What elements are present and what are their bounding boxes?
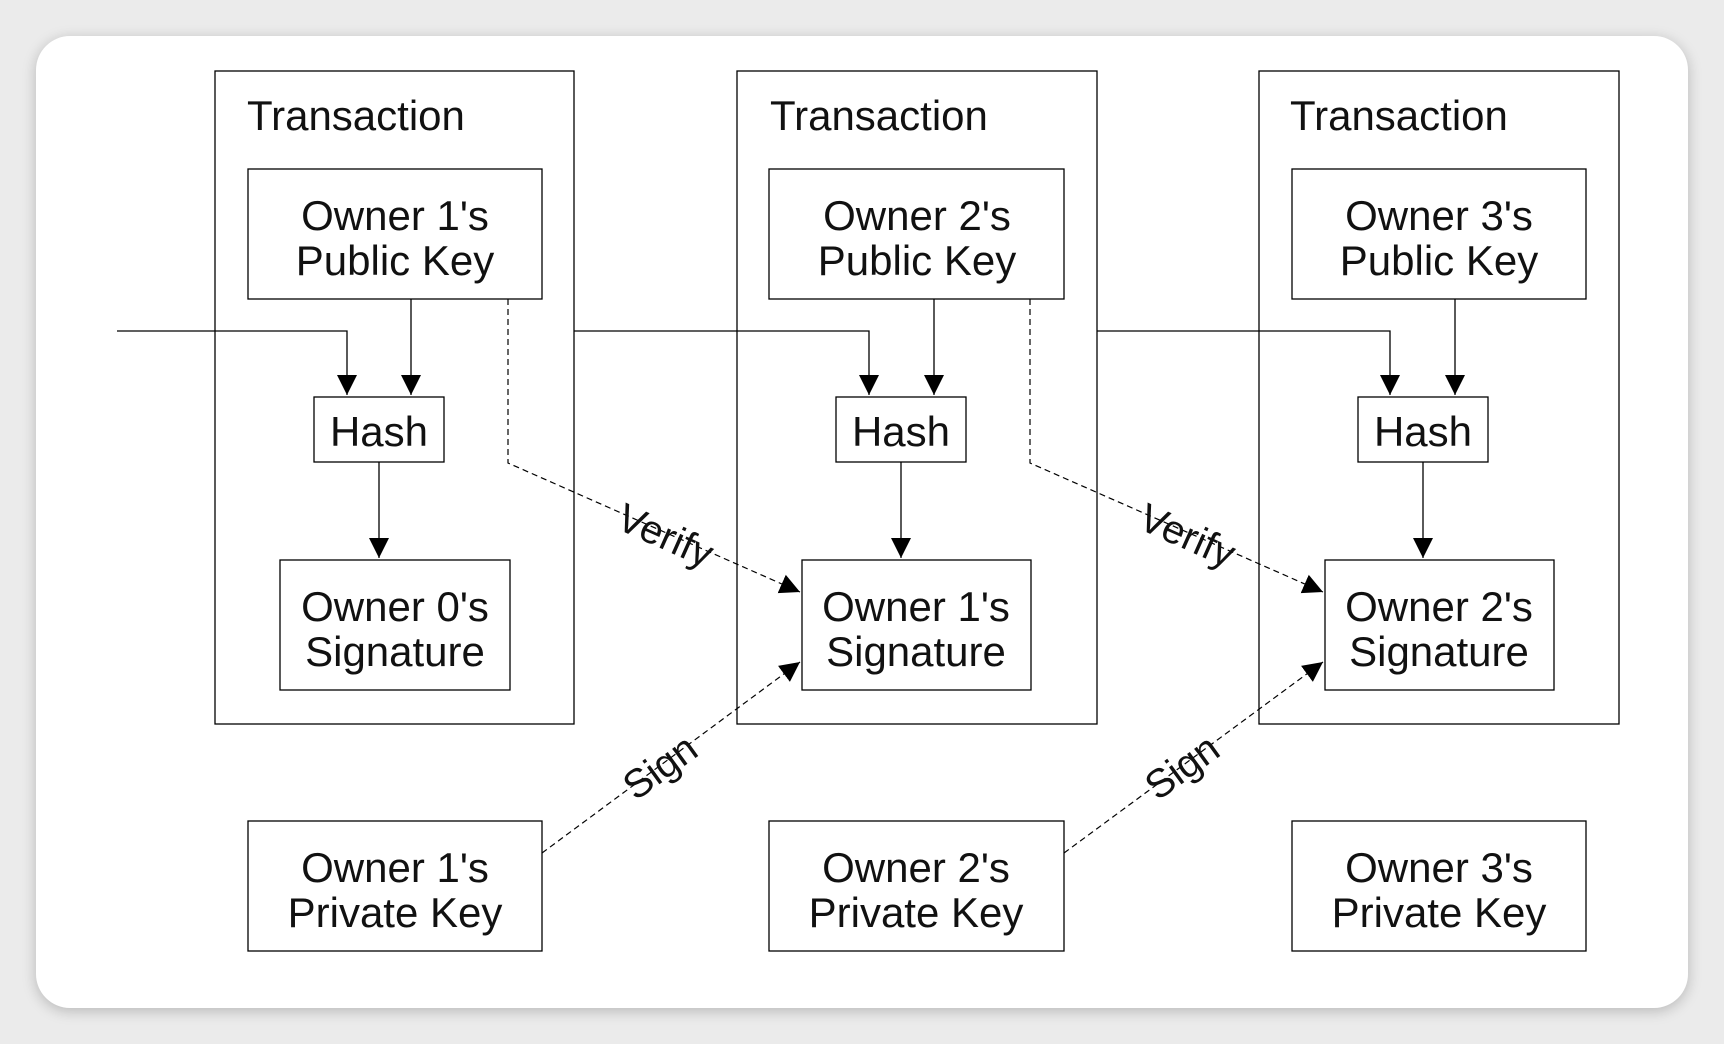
hash-box: Hash: [1357, 396, 1489, 463]
public-key-box: Owner 3's Public Key: [1291, 168, 1587, 300]
public-key-box: Owner 2's Public Key: [768, 168, 1065, 300]
public-key-line-1: Owner 2's: [823, 192, 1011, 239]
transaction-title: Transaction: [770, 92, 988, 139]
signature-line-1: Owner 1's: [822, 583, 1010, 630]
transaction-2: Transaction Owner 2's Public Key Hash Ow…: [736, 70, 1098, 725]
verify-label-1: Verify: [611, 496, 720, 577]
chain-arrow-tx2-to-tx3: [1097, 330, 1400, 395]
private-key-line-2: Private Key: [288, 889, 503, 936]
private-key-box-3: Owner 3's Private Key: [1291, 820, 1587, 952]
transaction-title: Transaction: [1290, 92, 1508, 139]
sign-arrow-2: [1063, 661, 1324, 854]
public-key-line-1: Owner 3's: [1345, 192, 1533, 239]
sign-label-1: Sign: [615, 726, 706, 809]
public-key-line-1: Owner 1's: [301, 192, 489, 239]
private-key-line-2: Private Key: [1332, 889, 1547, 936]
signature-line-1: Owner 0's: [301, 583, 489, 630]
signature-box: Owner 2's Signature: [1324, 559, 1555, 691]
public-key-line-2: Public Key: [818, 237, 1016, 284]
hash-label: Hash: [852, 408, 950, 455]
sign-arrow-1: [541, 661, 801, 854]
verify-arrow-2: [1029, 299, 1324, 594]
signature-line-1: Owner 2's: [1345, 583, 1533, 630]
chain-arrow-tx1-to-tx2: [574, 330, 879, 395]
hash-label: Hash: [1374, 408, 1472, 455]
transaction-3: Transaction Owner 3's Public Key Hash Ow…: [1258, 70, 1620, 725]
hash-label: Hash: [330, 408, 428, 455]
sign-label-2: Sign: [1137, 726, 1228, 809]
private-key-line-1: Owner 2's: [822, 844, 1010, 891]
public-key-line-2: Public Key: [296, 237, 494, 284]
signature-box: Owner 1's Signature: [801, 559, 1032, 691]
hash-box: Hash: [835, 396, 967, 463]
chain-arrow-into-tx1: [117, 330, 357, 395]
public-key-box: Owner 1's Public Key: [247, 168, 543, 300]
signature-line-2: Signature: [1349, 628, 1529, 675]
private-key-line-2: Private Key: [809, 889, 1024, 936]
transaction-1: Transaction Owner 1's Public Key Hash Ow…: [214, 70, 575, 725]
private-key-box-2: Owner 2's Private Key: [768, 820, 1065, 952]
verify-arrow-1: [507, 299, 801, 594]
verify-label-2: Verify: [1133, 496, 1242, 577]
private-key-line-1: Owner 1's: [301, 844, 489, 891]
private-key-line-1: Owner 3's: [1345, 844, 1533, 891]
signature-line-2: Signature: [305, 628, 485, 675]
public-key-line-2: Public Key: [1340, 237, 1538, 284]
signature-line-2: Signature: [826, 628, 1006, 675]
hash-box: Hash: [313, 396, 445, 463]
private-key-box-1: Owner 1's Private Key: [247, 820, 543, 952]
signature-box: Owner 0's Signature: [279, 559, 511, 691]
transaction-title: Transaction: [247, 92, 465, 139]
